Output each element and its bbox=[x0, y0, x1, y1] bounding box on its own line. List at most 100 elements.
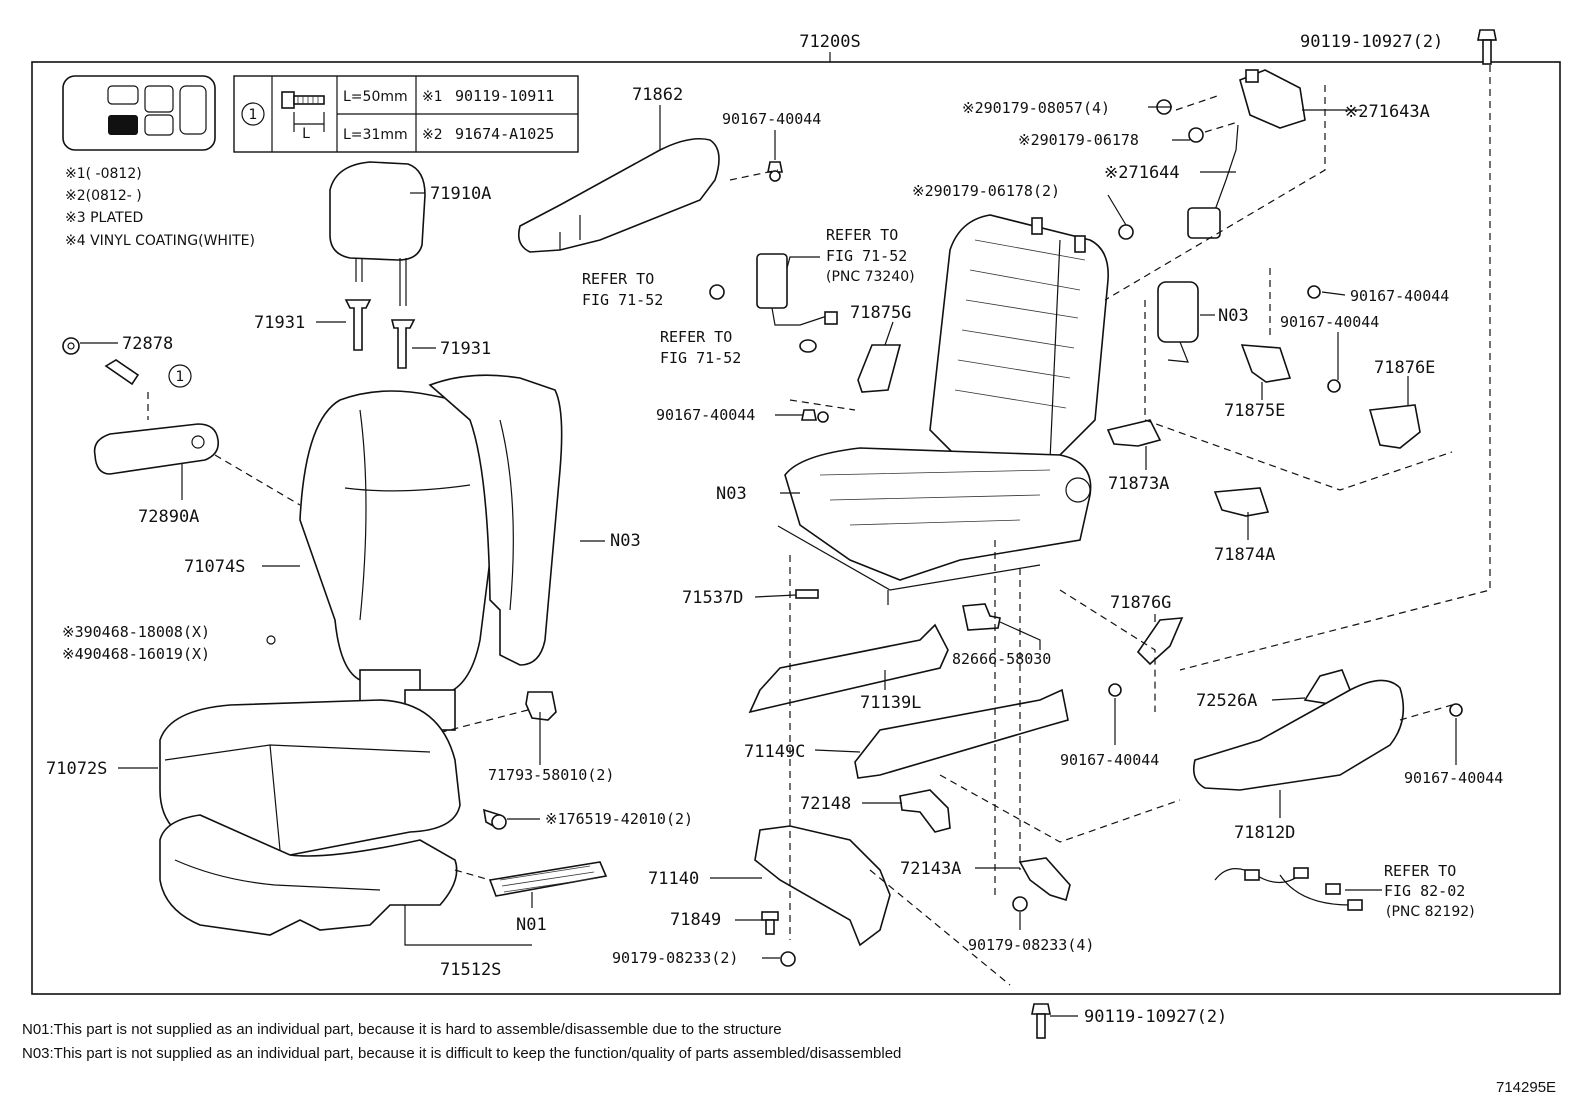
label-72148: 72148 bbox=[800, 794, 851, 814]
armrest bbox=[93, 423, 220, 475]
label-90119-10927-bottom: 90119-10927(2) bbox=[1084, 1007, 1227, 1027]
diagram-code: 714295E bbox=[1496, 1079, 1556, 1096]
side-cover-71812D bbox=[1192, 679, 1405, 791]
screw-90167-right2 bbox=[1327, 379, 1341, 393]
label-71910A: 71910A bbox=[430, 184, 491, 204]
label-90167-40044-b: 90167-40044 bbox=[656, 406, 755, 424]
label-refer-to-c: REFER TO bbox=[660, 328, 732, 346]
label-n03-airbag: N03 bbox=[1218, 306, 1249, 326]
label-71149C: 71149C bbox=[744, 742, 805, 762]
screw-90167-far-right bbox=[1449, 703, 1463, 717]
label-n03-frame: N03 bbox=[716, 484, 747, 504]
nut-refer bbox=[709, 284, 725, 300]
label-71140: 71140 bbox=[648, 869, 699, 889]
clip-71537D bbox=[795, 589, 819, 599]
seatback-pad bbox=[428, 374, 563, 666]
label-71812D: 71812D bbox=[1234, 823, 1295, 843]
label-71931-right: 71931 bbox=[440, 339, 491, 359]
label-71931-left: 71931 bbox=[254, 313, 305, 333]
bolt-90119-top bbox=[1477, 29, 1497, 65]
label-refer-to-a: REFER TO bbox=[826, 226, 898, 244]
label-82666-58030: 82666-58030 bbox=[952, 650, 1051, 668]
clip-71793 bbox=[525, 691, 557, 721]
headrest-guide-left bbox=[344, 299, 372, 351]
washer-refer bbox=[799, 339, 817, 353]
seat-heater-mat bbox=[488, 861, 608, 897]
seat-base-frame bbox=[777, 447, 1092, 605]
nut-90179-06178-2 bbox=[1118, 224, 1134, 240]
label-90167-40044-f: 90167-40044 bbox=[1404, 769, 1503, 787]
footnote-n01: N01:This part is not supplied as an indi… bbox=[22, 1021, 782, 1038]
label-90468-16019: ※490468-16019(X) bbox=[62, 645, 210, 663]
bolt-ref-1: 1 bbox=[104, 359, 192, 388]
label-71862: 71862 bbox=[632, 85, 683, 105]
label-90179-08233-4: 90179-08233(4) bbox=[968, 936, 1094, 954]
label-71875E: 71875E bbox=[1224, 401, 1285, 421]
bolt-90119-bottom bbox=[1031, 1003, 1051, 1039]
bracket-72143A bbox=[1018, 857, 1071, 902]
nut-90179-08233-4 bbox=[1012, 896, 1028, 912]
side-airbag bbox=[1157, 281, 1199, 363]
seatback-cover bbox=[299, 390, 502, 731]
diagram-frame bbox=[31, 61, 1561, 995]
label-pnc-82192: (PNC 82192) bbox=[1386, 904, 1475, 920]
recliner-71643A bbox=[1239, 69, 1306, 129]
seatback-frame bbox=[929, 214, 1109, 461]
label-71537D: 71537D bbox=[682, 588, 743, 608]
screw-90167-lower bbox=[1108, 683, 1122, 697]
label-72526A: 72526A bbox=[1196, 691, 1257, 711]
bracket-72148 bbox=[899, 789, 951, 833]
note-4: ※4 VINYL COATING(WHITE) bbox=[65, 233, 255, 249]
label-71876G: 71876G bbox=[1110, 593, 1171, 613]
track-71140 bbox=[754, 825, 891, 947]
seatbelt-buckle bbox=[756, 253, 838, 326]
label-71849: 71849 bbox=[670, 910, 721, 930]
label-71874A: 71874A bbox=[1214, 545, 1275, 565]
label-fig-b: FIG 71-52 bbox=[582, 291, 663, 309]
bracket-71873A bbox=[1106, 419, 1162, 447]
assembly-label: 71200S bbox=[799, 32, 860, 52]
label-71875G: 71875G bbox=[850, 303, 911, 323]
label-71876E: 71876E bbox=[1374, 358, 1435, 378]
cover-71876G bbox=[1136, 617, 1184, 666]
label-71512S: 71512S bbox=[440, 960, 501, 980]
note-1: ※1( -0812) bbox=[65, 166, 142, 182]
label-90167-40044-d: 90167-40044 bbox=[1280, 313, 1379, 331]
bolt-71849 bbox=[761, 911, 779, 935]
label-71139L: 71139L bbox=[860, 693, 921, 713]
label-90179-08233-2: 90179-08233(2) bbox=[612, 949, 738, 967]
label-refer-to-d: REFER TO bbox=[1384, 862, 1456, 880]
cover-71875E bbox=[1240, 344, 1292, 383]
bolt-circle-ref: 1 bbox=[176, 369, 185, 385]
connector-82666 bbox=[962, 603, 1001, 631]
legend-part-2: 91674-A1025 bbox=[455, 125, 554, 143]
cover-71876E bbox=[1368, 404, 1421, 449]
headrest bbox=[329, 161, 426, 306]
seat-cushion-pad bbox=[159, 814, 458, 936]
label-71644: ※271644 bbox=[1104, 163, 1180, 183]
legend-length-symbol: L bbox=[302, 126, 310, 142]
legend-length-2: L=31mm bbox=[343, 127, 408, 143]
label-72143A: 72143A bbox=[900, 859, 961, 879]
label-pnc-73240: (PNC 73240) bbox=[826, 269, 915, 285]
label-90179-08057: ※290179-08057(4) bbox=[962, 99, 1110, 117]
label-fig-82-02: FIG 82-02 bbox=[1384, 882, 1465, 900]
legend-part-1: 90119-10911 bbox=[455, 87, 554, 105]
label-90167-40044-e: 90167-40044 bbox=[1060, 751, 1159, 769]
notes-legend: ※1( -0812) ※2(0812- ) ※3 PLATED ※4 VINYL… bbox=[65, 166, 255, 249]
screw-90167-top bbox=[767, 161, 783, 182]
seat-track-71139L bbox=[748, 623, 949, 714]
legend-circle-ref: 1 bbox=[249, 107, 258, 123]
label-fig-c: FIG 71-52 bbox=[660, 349, 741, 367]
label-refer-to-b: REFER TO bbox=[582, 270, 654, 288]
legend-ref-1: ※1 bbox=[422, 89, 443, 105]
label-71072S: 71072S bbox=[46, 759, 107, 779]
label-90167-40044-a: 90167-40044 bbox=[722, 110, 821, 128]
seat-track-71149C bbox=[854, 688, 1069, 779]
side-cover-71862 bbox=[517, 137, 720, 253]
wire-harness bbox=[1214, 867, 1363, 911]
cover-71875G bbox=[857, 344, 902, 393]
label-71643A: ※271643A bbox=[1344, 102, 1430, 122]
label-n01: N01 bbox=[516, 915, 547, 935]
